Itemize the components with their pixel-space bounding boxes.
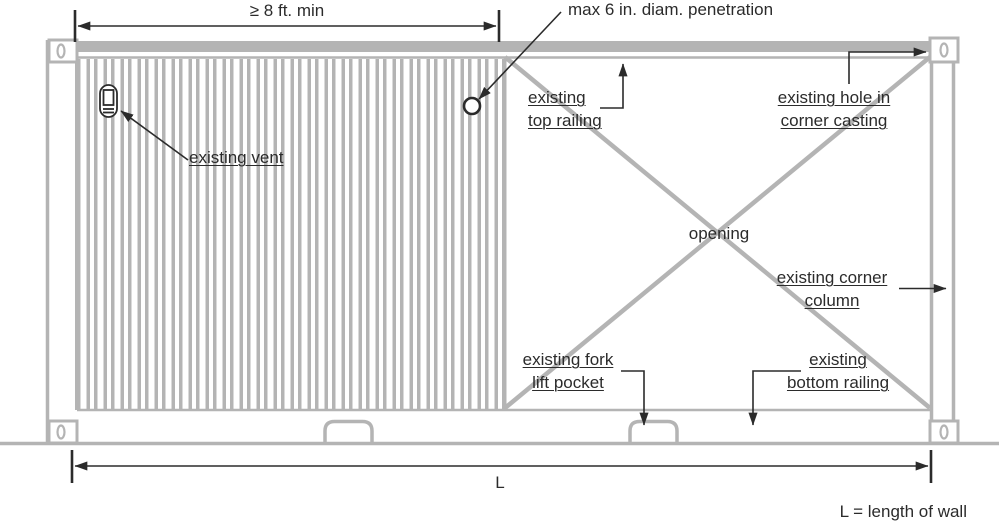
dim-label-top: ≥ 8 ft. min (249, 1, 325, 20)
leader-fork-lift-pocket (621, 370, 649, 426)
leader-penetration (478, 11, 562, 100)
fork-lift-pocket-right (628, 419, 679, 444)
fork-lift-pocket-label-line2: lift pocket (532, 373, 604, 392)
top-railing-label-line2: top railing (528, 111, 602, 130)
hole-corner-casting-label-line2: corner casting (780, 111, 888, 130)
leader-bottom-railing (748, 370, 801, 426)
fork-lift-pocket-label-line1: existing fork (522, 350, 614, 369)
length-note: L = length of wall (839, 502, 967, 521)
annotation-linework (70, 10, 947, 483)
vent-label: existing vent (189, 148, 284, 167)
fork-lift-pocket-label: existing fork lift pocket (508, 348, 628, 394)
corner-column-label: existing corner column (762, 266, 902, 312)
casting-hole (56, 43, 66, 59)
fork-lift-pocket-left (323, 419, 374, 444)
hole-corner-casting-label-line1: existing hole in (777, 88, 891, 107)
bottom-railing-label-line1: existing (809, 350, 867, 369)
opening-brace-diagonal (503, 55, 932, 410)
casting-hole (939, 424, 949, 440)
hole-corner-casting-label: existing hole in corner casting (764, 86, 904, 132)
top-railing-label: existing top railing (528, 86, 602, 132)
container-structure (0, 36, 999, 446)
leader-top-railing (600, 63, 628, 109)
casting-hole (939, 42, 949, 58)
corner-column-label-line1: existing corner (776, 268, 888, 287)
penetration-circle (462, 96, 482, 116)
leader-vent (120, 110, 189, 161)
vent-icon (99, 84, 118, 118)
top-railing-label-line1: existing (528, 88, 586, 107)
bottom-railing-label: existing bottom railing (768, 348, 908, 394)
leader-hole-corner-casting (848, 47, 927, 84)
corner-castings (47, 36, 960, 445)
top-railing-bar (77, 41, 930, 52)
corrugated-wall-panel (77, 59, 505, 409)
casting-hole (56, 424, 66, 440)
opening-label: opening (688, 224, 750, 243)
dim-label-bottom: L (495, 473, 505, 492)
penetration-label: max 6 in. diam. penetration (568, 0, 774, 19)
corner-column-label-line2: column (804, 291, 860, 310)
bottom-railing-label-line2: bottom railing (786, 373, 890, 392)
